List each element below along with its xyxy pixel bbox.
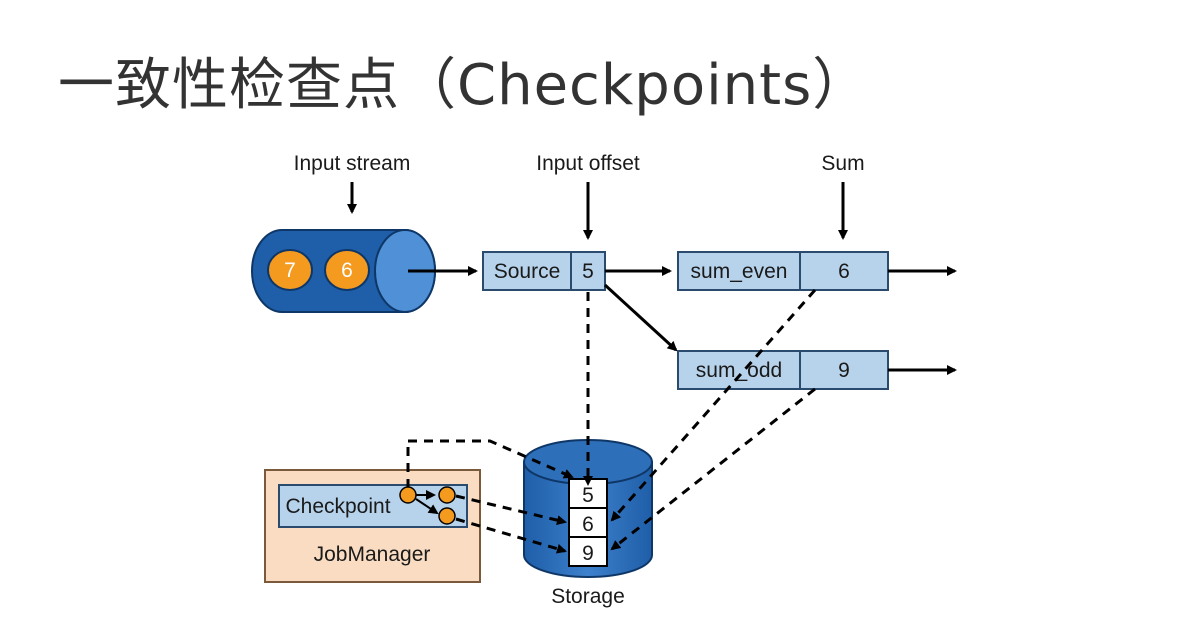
checkpoint-internal-arrow: [415, 498, 439, 515]
stream-event: 6: [324, 249, 370, 291]
sum-odd-name: sum_odd: [696, 359, 782, 382]
page-title: 一致性检查点（Checkpoints）: [58, 53, 870, 118]
sum-even-name: sum_even: [691, 260, 788, 283]
sum-even-value: 6: [838, 260, 850, 283]
storage-label: Storage: [551, 585, 625, 608]
svg-text:6: 6: [341, 259, 353, 282]
source-name: Source: [494, 260, 561, 283]
sum-odd-operator: sum_odd 9: [677, 350, 889, 390]
jobmanager: Checkpoint JobManager: [264, 469, 481, 583]
source-operator: Source 5: [482, 251, 606, 291]
checkpoint-dot: [438, 486, 456, 504]
checkpoint-dashed-arrow: [455, 494, 567, 526]
sum-odd-dashed-arrow: [610, 387, 816, 551]
checkpoint-dot: [438, 507, 456, 525]
input-offset-label: Input offset: [536, 152, 640, 175]
source-offset: 5: [582, 260, 594, 283]
storage-cell: 6: [582, 513, 594, 536]
checkpoint-dot: [399, 486, 417, 504]
sum-even-operator: sum_even 6: [677, 251, 889, 291]
checkpoint-label: Checkpoint: [285, 495, 390, 518]
checkpoint-dashed-arrow: [455, 517, 567, 554]
input-stream-pipe: 7 6: [251, 229, 436, 313]
jobmanager-label: JobManager: [314, 543, 431, 566]
svg-text:7: 7: [284, 259, 296, 282]
storage-cell: 9: [582, 542, 594, 565]
sum-even-dashed-arrow: [610, 289, 817, 522]
storage-cell: 5: [582, 484, 594, 507]
sum-label: Sum: [821, 152, 864, 175]
stream-event: 7: [267, 249, 313, 291]
sum-odd-value: 9: [838, 359, 850, 382]
checkpoint-to-storage-arrow: [408, 439, 574, 479]
input-stream-label: Input stream: [294, 152, 411, 175]
source-to-odd-arrow: [603, 283, 678, 352]
